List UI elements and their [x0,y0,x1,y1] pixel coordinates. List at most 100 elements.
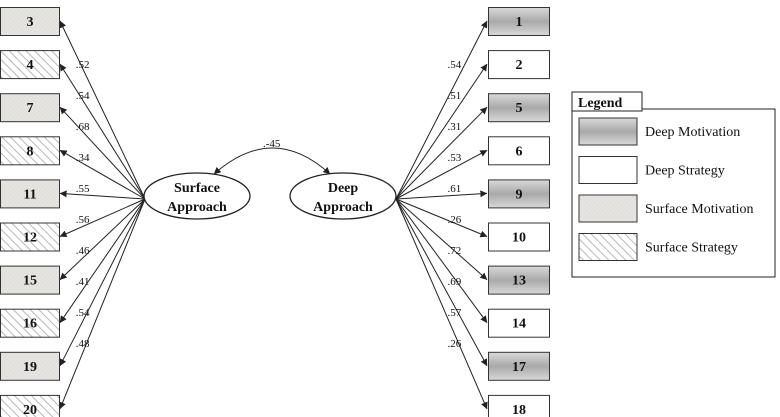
loading-weight-item-8: .34 [76,152,90,164]
item-14-label: 14 [512,317,526,332]
item-10-box: 10 [488,222,550,252]
item-7-box: 7 [0,93,60,123]
item-12-label: 12 [23,231,37,246]
item-9-label: 9 [516,187,523,202]
surface-factor-line1: Surface [174,181,220,196]
item-10-label: 10 [512,231,526,246]
item-18-box: 18 [488,394,550,417]
legend-entry-surface-motivation: Surface Motivation [578,194,753,223]
path-to-item-13 [395,198,488,280]
loading-weight-item-1: .54 [448,59,462,71]
legend-entry-surface-strategy: Surface Strategy [578,233,738,261]
item-18-label: 18 [512,403,526,417]
item-9-box: 9 [488,179,550,209]
path-to-item-9 [395,190,488,200]
loading-weight-item-16: .41 [76,276,90,288]
loading-weight-item-17: .57 [448,307,462,319]
item-12-box: 12 [0,222,60,252]
legend-entry-deep-motivation: Deep Motivation [578,117,740,146]
item-2-box: 2 [488,50,550,80]
item-15-box: 15 [0,265,60,295]
loading-weight-item-2: .51 [448,90,462,102]
loading-weight-item-18: .26 [448,338,462,350]
legend-title: Legend [578,96,623,111]
item-6-rect [488,136,550,166]
item-11-box: 11 [0,179,60,209]
item-3-label: 3 [27,15,34,30]
deep-approach-factor: Deep Approach [289,172,397,220]
path-to-item-18 [395,198,488,410]
legend-title-box [571,91,643,112]
loading-weight-item-3: .52 [76,59,90,71]
path-to-item-11 [59,190,146,200]
path-to-item-3 [59,20,146,200]
path-to-item-8 [59,149,146,200]
loading-weight-item-20: .48 [76,338,90,350]
path-to-item-17 [395,198,488,367]
item-16-rect [0,308,60,338]
factor-correlation-arc [213,147,331,175]
item-11-label: 11 [23,187,36,202]
loading-weight-item-15: .46 [76,245,90,257]
item-6-label: 6 [516,144,523,159]
item-5-label: 5 [516,101,523,116]
item-9-rect [488,179,550,209]
path-to-item-5 [395,106,488,200]
loading-paths: .52.54.68.34.55.56.46.41.54.48.54.51.31.… [59,20,488,410]
legend-label-surface-strategy: Surface Strategy [645,241,738,256]
item-3-box: 3 [0,7,60,36]
legend-label-deep-motivation: Deep Motivation [645,125,740,140]
surface-factor-line2: Approach [167,200,227,215]
loading-weight-item-14: .69 [448,276,462,288]
path-to-item-4 [59,63,146,200]
item-4-rect [0,50,60,80]
loading-weight-item-11: .55 [76,183,90,195]
legend-entry-deep-strategy: Deep Strategy [578,156,725,184]
path-to-item-10 [395,198,488,238]
loading-weight-item-13: .72 [448,245,462,257]
loading-weight-item-7: .68 [76,121,90,133]
item-7-rect [0,93,60,123]
item-5-rect [488,93,550,123]
legend-swatch-surface-motivation [578,194,638,223]
item-15-label: 15 [23,274,37,289]
item-17-label: 17 [512,360,526,375]
item-4-label: 4 [27,58,34,73]
surface-approach-factor: Surface Approach [143,172,251,220]
item-11-rect [0,179,60,209]
item-12-rect [0,222,60,252]
item-1-rect [488,7,550,36]
path-to-item-2 [395,63,488,200]
item-19-label: 19 [23,360,37,375]
item-20-box: 20 [0,394,60,417]
loading-weight-item-19: .54 [76,307,90,319]
loading-weight-item-9: .61 [448,183,462,195]
factor-correlation-label: .-45 [263,138,281,150]
item-13-rect [488,265,550,295]
item-20-label: 20 [23,403,37,417]
item-13-box: 13 [488,265,550,295]
item-8-rect [0,136,60,166]
item-16-label: 16 [23,317,37,332]
item-7-label: 7 [27,101,34,116]
loading-weight-item-5: .31 [448,121,462,133]
item-1-box: 1 [488,7,550,36]
item-2-rect [488,50,550,80]
path-to-item-16 [59,198,146,323]
path-to-item-7 [59,106,146,200]
legend-swatch-surface-strategy [578,233,638,261]
item-14-box: 14 [488,308,550,338]
path-to-item-6 [395,149,488,200]
deep-factor-line2: Approach [313,200,373,215]
path-to-item-20 [59,198,146,410]
item-6-box: 6 [488,136,550,166]
path-to-item-1 [395,20,488,200]
item-8-label: 8 [27,144,34,159]
loading-weight-item-12: .56 [76,214,90,226]
item-10-rect [488,222,550,252]
path-to-item-19 [59,198,146,367]
item-19-rect [0,351,60,381]
loading-weight-item-10: .26 [448,214,462,226]
